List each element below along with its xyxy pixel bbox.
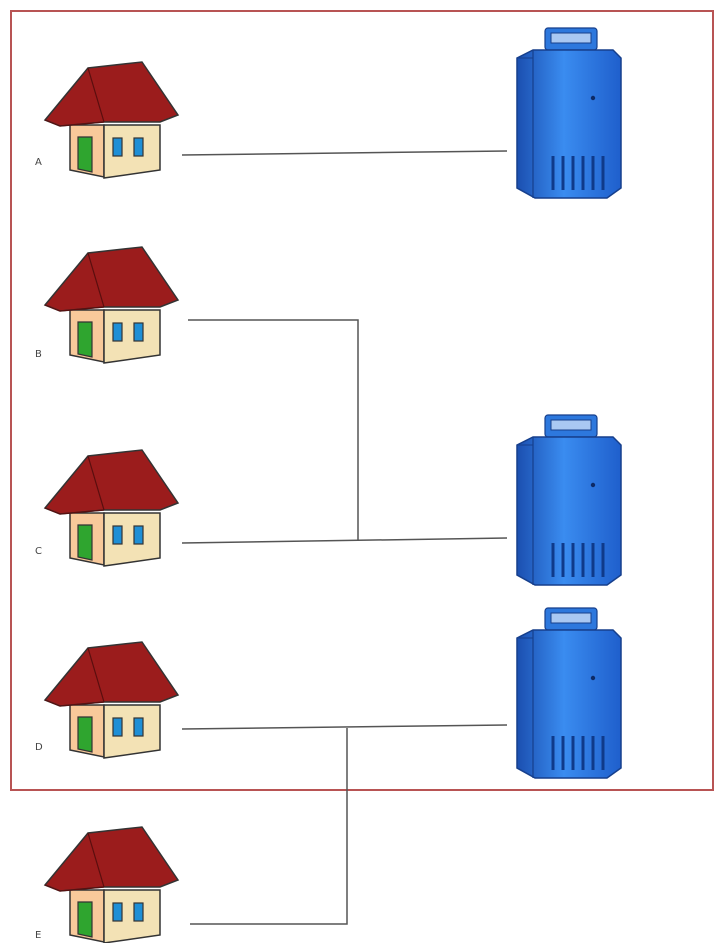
house-c: [44, 449, 179, 567]
connections: [181, 150, 508, 925]
boiler-3: [515, 606, 623, 780]
boiler-icon: [515, 606, 623, 780]
house-icon: [44, 826, 179, 943]
house-icon: [44, 61, 179, 179]
boiler-2: [515, 413, 623, 587]
house-label-c: C: [35, 546, 42, 557]
connection-d: [181, 724, 508, 730]
house-label-a: A: [35, 157, 42, 168]
house-icon: [44, 449, 179, 567]
house-a: [44, 61, 179, 179]
connection-c: [181, 537, 508, 544]
boiler-icon: [515, 413, 623, 587]
house-label-b: B: [35, 349, 42, 360]
house-icon: [44, 641, 179, 759]
connection-a: [181, 150, 508, 156]
house-label-d: D: [35, 742, 43, 753]
connection-b: [188, 319, 359, 541]
house-e: [44, 826, 179, 943]
connection-e: [190, 728, 348, 925]
district-boundary: [10, 10, 714, 791]
boiler-icon: [515, 26, 623, 200]
house-b: [44, 246, 179, 364]
house-icon: [44, 246, 179, 364]
house-label-e: E: [35, 930, 41, 941]
boiler-1: [515, 26, 623, 200]
house-d: [44, 641, 179, 759]
